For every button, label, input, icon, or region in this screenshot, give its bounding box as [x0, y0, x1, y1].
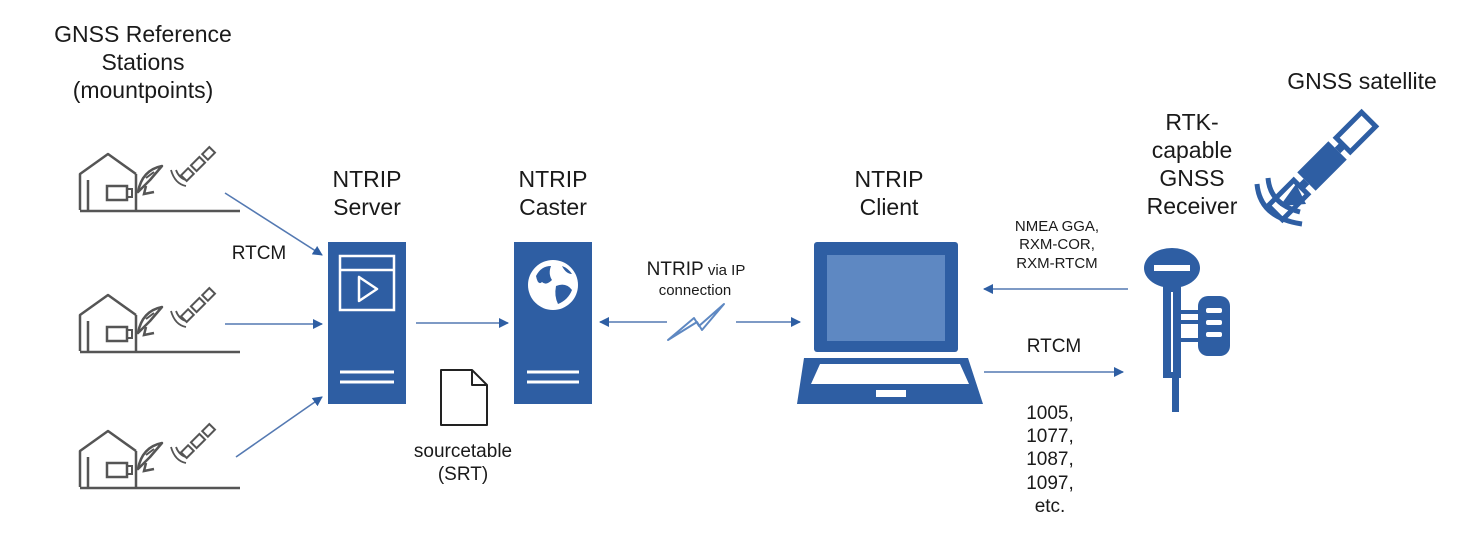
ntrip-link-connection: connection — [658, 282, 732, 299]
arrow-station1-to-server — [224, 192, 323, 256]
rtcm-messages-list: 1005, 1077, 1087, 1097, etc. — [1026, 403, 1074, 517]
ntrip-server-icon — [328, 242, 406, 404]
lightning-link-icon — [667, 303, 725, 341]
gnss-satellite-icon — [1254, 108, 1380, 227]
ntrip-link-main: NTRIP — [646, 259, 704, 280]
ntrip-server-label: NTRIP Server — [332, 166, 402, 221]
rtcm-input-label: RTCM — [231, 243, 287, 264]
ntrip-link-via: via IP — [703, 262, 746, 279]
sourcetable-label: sourcetable (SRT) — [413, 441, 513, 486]
gnss-receiver-icon — [1144, 248, 1230, 412]
ntrip-client-laptop-icon — [797, 242, 983, 404]
rtcm-output-label: RTCM — [1026, 336, 1082, 357]
ntrip-client-label: NTRIP Client — [854, 166, 924, 221]
reference-station-1-icon — [78, 145, 242, 213]
stations-title: GNSS Reference Stations (mountpoints) — [54, 21, 232, 104]
receiver-label: RTK- capable GNSS Receiver — [1146, 109, 1238, 220]
ntrip-link-label: NTRIP via IP — [606, 258, 786, 281]
reference-station-3-icon — [78, 422, 242, 490]
sourcetable-document-icon — [440, 369, 488, 426]
satellite-label: GNSS satellite — [1287, 68, 1437, 94]
receiver-messages-label: NMEA GGA, RXM-COR, RXM-RTCM — [1014, 218, 1100, 272]
ntrip-caster-label: NTRIP Caster — [518, 166, 588, 221]
reference-station-2-icon — [78, 286, 242, 354]
ntrip-caster-icon — [514, 242, 592, 404]
arrow-station3-to-server — [235, 396, 323, 458]
